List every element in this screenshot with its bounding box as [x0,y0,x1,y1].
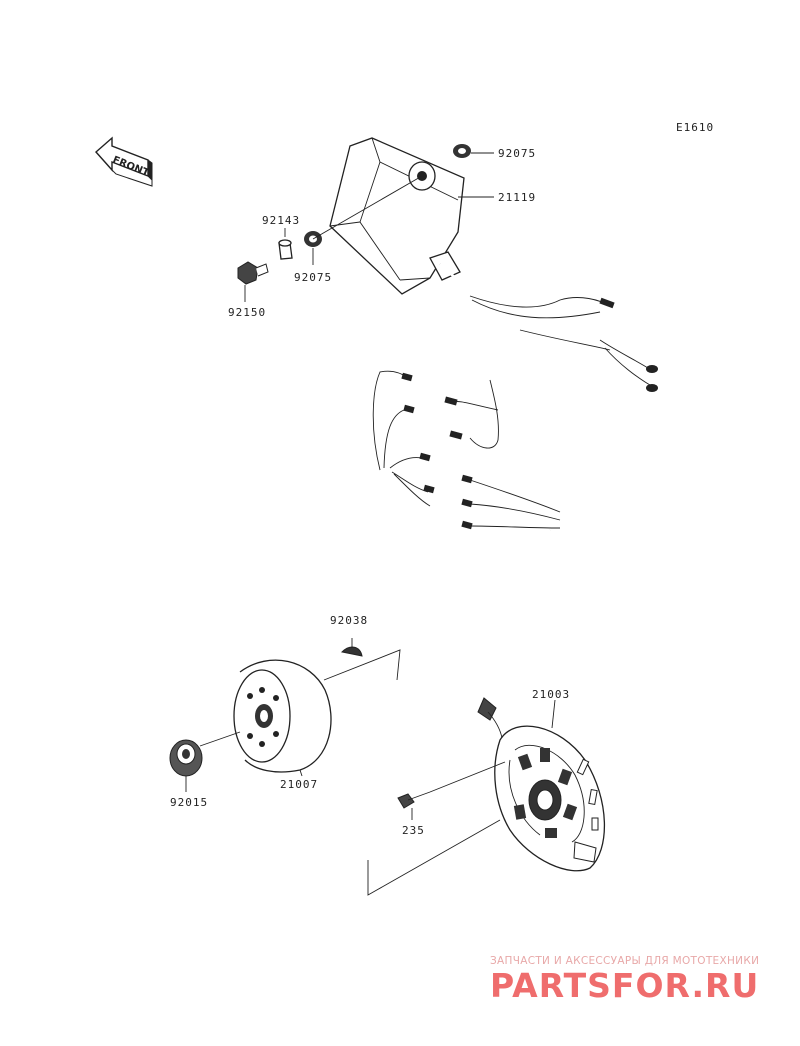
screw-235 [397,761,506,809]
callout-92075-bottom: 92075 [294,271,332,284]
callout-92075-top: 92075 [498,147,536,160]
wiring-harness [208,263,658,713]
watermark-subtitle: ЗАПЧАСТИ И АКСЕССУАРЫ ДЛЯ МОТОТЕХНИКИ [490,955,759,967]
front-arrow-icon: FRONT [95,136,153,187]
watermark-logo: PARTSFOR.RU [490,966,759,1005]
callout-235: 235 [402,824,425,837]
callout-92015: 92015 [170,796,208,809]
callout-21007: 21007 [280,778,318,791]
grommet-92075-top [453,144,471,158]
callout-92038: 92038 [330,614,368,627]
bolt-92150 [237,261,269,285]
cdi-unit [329,137,465,295]
callout-21003: 21003 [532,688,570,701]
callout-92150: 92150 [228,306,266,319]
nut-92015 [169,739,203,777]
key-92038 [340,646,363,657]
stator-assembly [487,711,606,872]
callout-21119: 21119 [498,191,536,204]
collar-92143 [278,239,293,260]
diagram-code: E1610 [676,121,714,134]
flywheel-rotor [233,659,332,773]
callout-92143: 92143 [262,214,300,227]
